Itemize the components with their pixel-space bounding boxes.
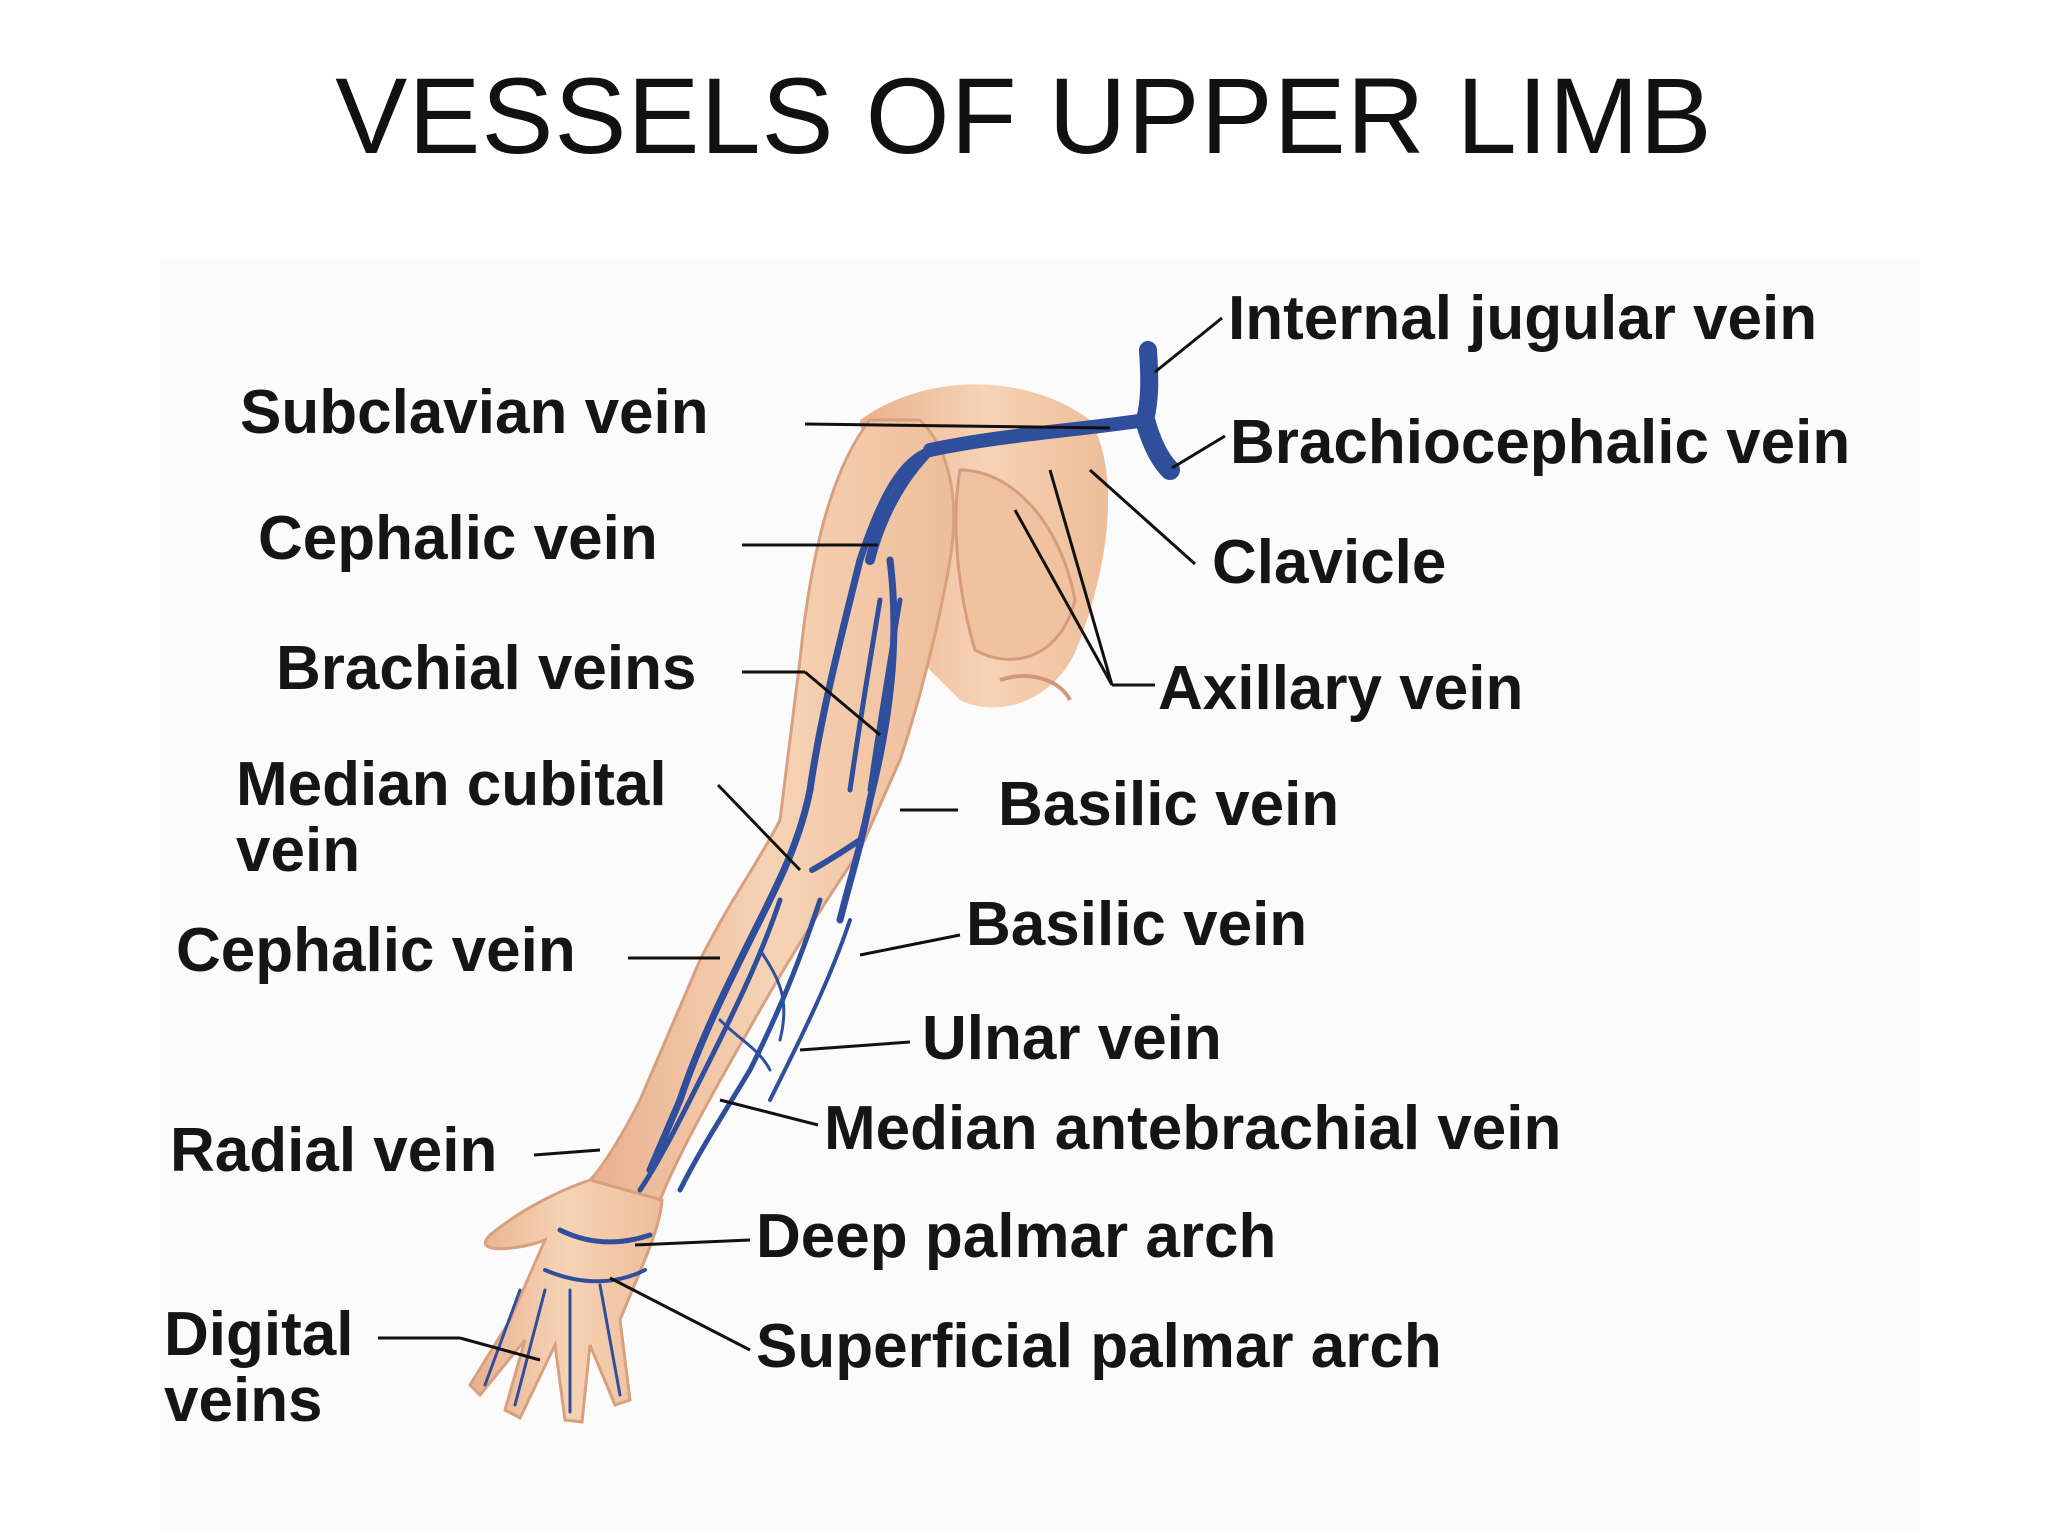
hand [468, 1178, 664, 1424]
leader-lines [378, 316, 1226, 1362]
label-median-antebrachial-vein: Median antebrachial vein [824, 1094, 1562, 1163]
label-superficial-palmar-arch: Superficial palmar arch [756, 1312, 1442, 1381]
label-basilic-vein-upper: Basilic vein [998, 770, 1340, 839]
label-internal-jugular-vein: Internal jugular vein [1228, 284, 1818, 353]
veins [483, 341, 1180, 1414]
label-ulnar-vein: Ulnar vein [922, 1004, 1222, 1073]
slide-title: VESSELS OF UPPER LIMB [335, 55, 1713, 176]
label-brachial-veins: Brachial veins [276, 634, 697, 703]
label-deep-palmar-arch: Deep palmar arch [756, 1202, 1277, 1271]
label-basilic-vein-lower: Basilic vein [966, 890, 1308, 959]
label-radial-vein: Radial vein [170, 1116, 498, 1185]
label-median-cubital-vein: Median cubital vein [236, 750, 667, 885]
label-brachiocephalic-vein: Brachiocephalic vein [1230, 408, 1851, 477]
label-clavicle: Clavicle [1212, 528, 1447, 597]
label-subclavian-vein: Subclavian vein [240, 378, 709, 447]
label-axillary-vein: Axillary vein [1158, 654, 1524, 723]
label-cephalic-vein-upper: Cephalic vein [258, 504, 658, 573]
arm [587, 418, 956, 1202]
label-cephalic-vein-lower: Cephalic vein [176, 916, 576, 985]
label-digital-veins: Digital veins [164, 1300, 354, 1435]
